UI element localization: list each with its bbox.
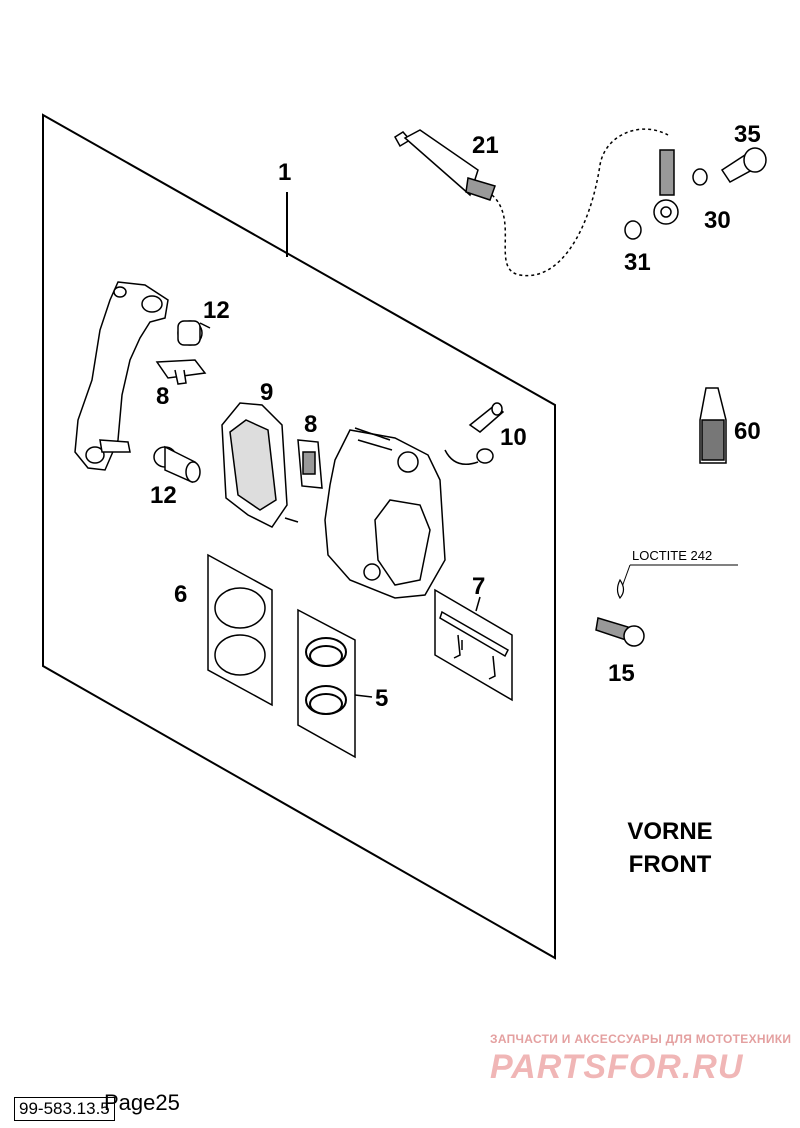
bolt-part [595,617,645,647]
callout-60: 60 [734,418,761,445]
pad-plate-part [297,439,323,489]
callout-7: 7 [472,573,485,600]
banjo-fitting-part [653,149,679,225]
brake-line-hose [491,128,669,277]
caliper-housing-part [324,427,446,599]
brake-pad-part [221,402,299,528]
direction-label-line2: FRONT [628,851,712,878]
loctite-drop-icon [616,578,625,600]
page-number: Page25 [104,1090,180,1115]
direction-label-line1: VORNE [627,818,713,845]
leader-5 [354,694,373,698]
watermark-tagline: ЗАПЧАСТИ И АКСЕССУАРЫ ДЛЯ МОТОТЕХНИКИ [490,1032,792,1046]
bleed-screw-part [444,402,505,465]
callout-10: 10 [500,424,527,451]
piston-part [214,587,266,676]
banjo-bolt-part [720,147,767,183]
callout-31: 31 [624,249,651,276]
callout-15: 15 [608,660,635,687]
slide-pin-part [153,445,201,484]
pad-spring-part [155,359,207,385]
retaining-pin-part [439,610,509,680]
callout-35: 35 [734,121,761,148]
catalog-code: 99-583.13.5 [14,1097,115,1121]
callout-12-top: 12 [203,297,230,324]
brake-line-part [393,129,496,201]
callout-6: 6 [174,581,187,608]
watermark-logo: PARTSFOR.RU [490,1048,744,1086]
direction-label: VORNE FRONT [560,815,780,881]
loctite-leader [621,564,631,588]
slide-boot-part [177,320,211,346]
loctite-note: LOCTITE 242 [632,548,712,563]
fluid-bottle-part [699,387,727,464]
callout-30: 30 [704,207,731,234]
callout-8-mid: 8 [304,411,317,438]
assembly-panel [42,113,556,960]
seal-kit-box [297,608,356,759]
callout-5: 5 [375,685,388,712]
callout-8-top: 8 [156,383,169,410]
leader-7 [475,596,481,612]
callout-21: 21 [472,132,499,159]
callout-12-bottom: 12 [150,482,177,509]
seal-ring-part [305,637,347,715]
caliper-bracket-part [74,281,169,471]
washer-part [624,168,708,240]
callout-9: 9 [260,379,273,406]
callout-1: 1 [278,159,291,186]
